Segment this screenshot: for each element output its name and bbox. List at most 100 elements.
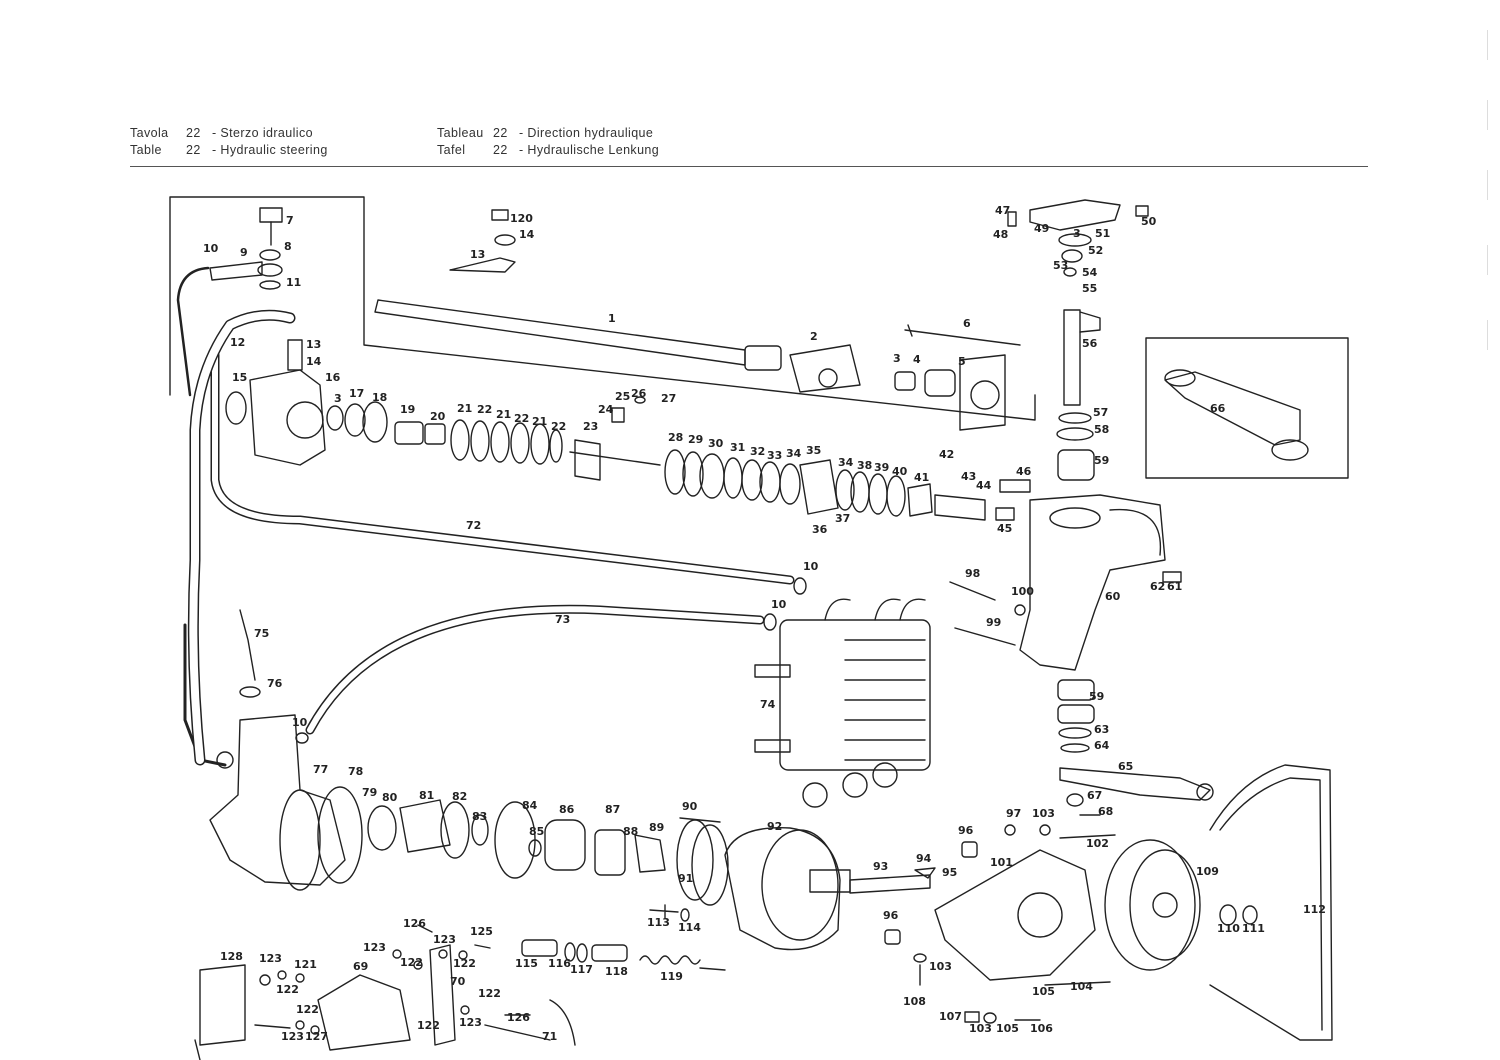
callout-label-109: 109 — [1196, 865, 1219, 878]
flange-35 — [799, 459, 839, 515]
callout-label-34: 34 — [838, 456, 854, 469]
callout-label-122: 122 — [478, 987, 501, 1000]
pump-housing-92 — [724, 827, 841, 951]
plate-46 — [999, 479, 1031, 493]
callout-label-54: 54 — [1082, 266, 1098, 279]
spring-119 — [639, 955, 701, 965]
callout-label-39: 39 — [874, 461, 889, 474]
pitman-arm-65 — [1059, 767, 1211, 801]
callout-label-85: 85 — [529, 825, 544, 838]
callout-label-122: 122 — [417, 1019, 440, 1032]
callout-label-32: 32 — [750, 445, 765, 458]
header-number: 22 — [186, 126, 201, 140]
callout-label-122: 122 — [400, 956, 423, 969]
callout-label-65: 65 — [1118, 760, 1133, 773]
callout-label-81: 81 — [419, 789, 434, 802]
callout-label-123: 123 — [363, 941, 386, 954]
callout-label-21: 21 — [457, 402, 472, 415]
callout-label-55: 55 — [1082, 282, 1097, 295]
callout-label-15: 15 — [232, 371, 247, 384]
supply-hose-12 — [176, 266, 210, 397]
banjo-13-top — [449, 257, 516, 273]
steering-shaft — [374, 299, 746, 366]
callout-label-103: 103 — [929, 960, 952, 973]
callout-label-94: 94 — [916, 852, 932, 865]
callout-label-126: 126 — [507, 1011, 530, 1024]
callout-label-10: 10 — [771, 598, 787, 611]
callout-label-2: 2 — [810, 330, 818, 343]
callout-label-45: 45 — [997, 522, 1012, 535]
oil-cooler-74 — [779, 619, 931, 771]
callout-label-19: 19 — [400, 403, 415, 416]
callout-label-112: 112 — [1303, 903, 1326, 916]
callout-label-22: 22 — [514, 412, 529, 425]
callout-label-60: 60 — [1105, 590, 1121, 603]
callout-label-92: 92 — [767, 820, 782, 833]
callout-label-114: 114 — [678, 921, 701, 934]
callout-label-16: 16 — [325, 371, 341, 384]
callout-label-123: 123 — [459, 1016, 482, 1029]
callout-label-38: 38 — [857, 459, 872, 472]
callout-label-13: 13 — [470, 248, 485, 261]
edge-mark — [1487, 30, 1500, 60]
bracket-5 — [959, 354, 1006, 431]
hose-73 — [305, 604, 765, 735]
plate-81 — [399, 799, 451, 853]
callout-label-6: 6 — [963, 317, 971, 330]
callout-label-56: 56 — [1082, 337, 1098, 350]
bolt-6 — [904, 324, 1021, 346]
callout-label-20: 20 — [430, 410, 446, 423]
callout-label-7: 7 — [286, 214, 294, 227]
callout-label-47: 47 — [995, 204, 1010, 217]
callout-label-86: 86 — [559, 803, 575, 816]
callout-label-87: 87 — [605, 803, 620, 816]
callout-label-46: 46 — [1016, 465, 1032, 478]
callout-label-122: 122 — [296, 1003, 319, 1016]
callout-label-73: 73 — [555, 613, 570, 626]
plate-89 — [634, 834, 666, 873]
valve-115 — [521, 939, 558, 957]
callout-label-64: 64 — [1094, 739, 1110, 752]
callout-label-83: 83 — [472, 810, 487, 823]
o-ring-15 — [225, 391, 247, 425]
callout-label-59: 59 — [1089, 690, 1104, 703]
callout-label-105: 105 — [996, 1022, 1019, 1035]
callout-label-128: 128 — [220, 950, 243, 963]
callout-label-70: 70 — [450, 975, 466, 988]
callout-label-96: 96 — [958, 824, 974, 837]
callout-label-123: 123 — [281, 1030, 304, 1043]
callout-label-49: 49 — [1034, 222, 1049, 235]
callout-label-50: 50 — [1141, 215, 1157, 228]
callout-label-31: 31 — [730, 441, 745, 454]
pump-body-77 — [209, 714, 346, 886]
header-title: - Sterzo idraulico — [212, 126, 313, 140]
callout-label-103: 103 — [1032, 807, 1055, 820]
callout-label-52: 52 — [1088, 244, 1103, 257]
callout-label-77: 77 — [313, 763, 328, 776]
callout-label-101: 101 — [990, 856, 1013, 869]
shaft-93 — [849, 874, 931, 894]
callout-label-9: 9 — [240, 246, 248, 259]
callout-label-120: 120 — [510, 212, 533, 225]
callout-label-10: 10 — [803, 560, 819, 573]
callout-label-22: 22 — [477, 403, 492, 416]
header-kind: Tafel — [437, 143, 466, 157]
callout-label-123: 123 — [433, 933, 456, 946]
callout-label-17: 17 — [349, 387, 364, 400]
callout-label-58: 58 — [1094, 423, 1109, 436]
callout-label-14: 14 — [306, 355, 322, 368]
callout-label-28: 28 — [668, 431, 683, 444]
header-rule — [130, 166, 1368, 167]
callout-label-3: 3 — [893, 352, 901, 365]
pitman-arm-66 — [1164, 371, 1301, 446]
callout-label-110: 110 — [1217, 922, 1240, 935]
callout-label-3: 3 — [1073, 227, 1081, 240]
callout-label-78: 78 — [348, 765, 363, 778]
valve-spool-23 — [569, 439, 661, 481]
callout-label-10: 10 — [203, 242, 219, 255]
callout-label-62: 62 — [1150, 580, 1165, 593]
